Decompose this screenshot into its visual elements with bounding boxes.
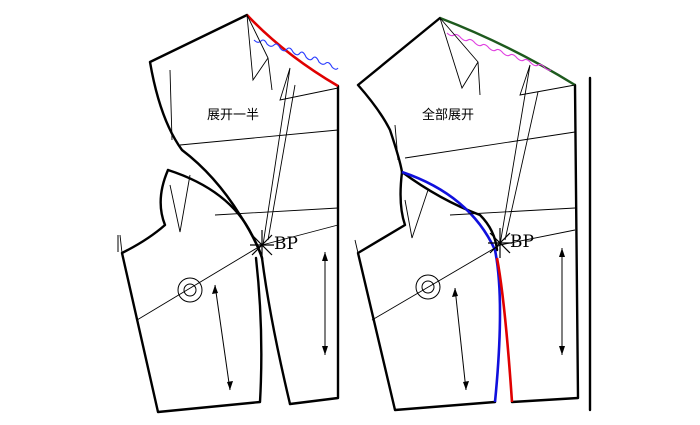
right-seam-red <box>495 257 514 403</box>
left-bp-label: BP <box>274 234 298 254</box>
left-wave-line <box>253 39 339 70</box>
right-grain-arrow-1 <box>452 287 469 391</box>
right-pattern: BP 全部展开 <box>354 16 592 412</box>
right-caption: 全部展开 <box>422 107 474 123</box>
left-outline-lower <box>260 256 292 406</box>
left-outline-right <box>288 84 340 406</box>
left-armhole-curve <box>166 168 264 260</box>
right-outline-lower-piece <box>356 170 497 412</box>
right-grain-arrow-2 <box>559 248 565 355</box>
left-pattern: BP 展开一半 <box>119 13 340 414</box>
right-guide-lines <box>354 17 576 321</box>
right-bp-mark <box>488 228 512 258</box>
left-grain-arrow-2 <box>322 252 328 355</box>
right-seam-blue <box>401 170 502 403</box>
right-bp-label: BP <box>510 232 534 252</box>
left-neck-curve <box>246 14 339 88</box>
right-outline-right <box>510 83 580 404</box>
right-wave-line <box>446 32 552 71</box>
left-button-icon <box>177 277 203 303</box>
left-bp-mark <box>250 230 274 260</box>
right-button-icon <box>415 274 441 300</box>
right-outline-upper <box>356 16 499 252</box>
left-grain-arrow-1 <box>212 284 233 391</box>
right-neck-curve <box>439 16 576 87</box>
left-caption: 展开一半 <box>207 108 259 123</box>
left-lower-piece-outline <box>120 168 263 414</box>
